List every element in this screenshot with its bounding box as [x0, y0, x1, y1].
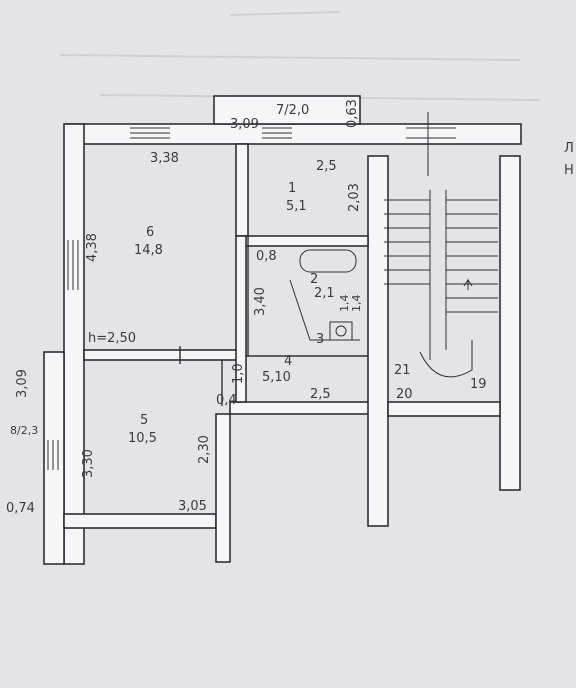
dim-25-top: 2,5 [316, 159, 337, 174]
margin-text: Л Н [564, 141, 574, 178]
dim-balcony: 7/2,0 [276, 103, 309, 118]
dim-309-top: 3,09 [230, 117, 259, 132]
room-4-area: 5,10 [262, 370, 291, 385]
dim-438: 4,38 [85, 233, 100, 262]
room-5-area: 10,5 [128, 431, 157, 446]
margin-letter-n: Н [564, 163, 574, 178]
label-19: 19 [470, 377, 487, 392]
label-21: 21 [394, 363, 411, 378]
dim-14b: 1,4 [350, 295, 363, 313]
dim-074: 0,74 [6, 501, 35, 516]
dim-330: 3,30 [81, 449, 96, 478]
room-5-number: 5 [140, 413, 148, 428]
dim-305: 3,05 [178, 499, 207, 514]
windows [47, 127, 456, 470]
room-6-area: 14,8 [134, 243, 163, 258]
dim-04: 0,4 [216, 393, 237, 408]
dim-10: 1,0 [231, 363, 246, 384]
room-1-number: 1 [288, 181, 296, 196]
room-6-number: 6 [146, 225, 154, 240]
plan-outline [43, 95, 522, 565]
margin-letter-l: Л [564, 141, 574, 156]
background-faint-text [59, 11, 541, 101]
dim-14: 1,4 [338, 295, 351, 313]
interior-lines [179, 236, 368, 406]
dim-25-mid: 2,5 [310, 387, 331, 402]
dim-h250: h=2,50 [88, 331, 136, 346]
room-2-area: 2,1 [314, 286, 335, 301]
room-4-number: 4 [284, 354, 292, 369]
bath-fixtures [289, 249, 360, 341]
dim-loggia: 8/2,3 [10, 424, 38, 437]
stair-labels: 21 20 19 [394, 363, 487, 402]
room-labels: 1 5,1 2 2,1 3 4 5,10 5 10,5 6 14,8 [128, 181, 335, 446]
label-20: 20 [396, 387, 413, 402]
dim-338: 3,38 [150, 151, 179, 166]
room-2-number: 2 [310, 272, 318, 287]
staircase [384, 112, 498, 378]
dim-08: 0,8 [256, 249, 277, 264]
dim-230: 2,30 [197, 435, 212, 464]
room-1-area: 5,1 [286, 199, 307, 214]
dim-340: 3,40 [253, 287, 268, 316]
dim-063: 0,63 [345, 99, 360, 128]
room-3-number: 3 [316, 332, 324, 347]
dim-309-left: 3,09 [15, 369, 30, 398]
dimension-labels: 3,09 7/2,0 0,63 3,38 2,5 2,03 4,38 0,8 3… [6, 99, 363, 516]
dim-203: 2,03 [347, 183, 362, 212]
